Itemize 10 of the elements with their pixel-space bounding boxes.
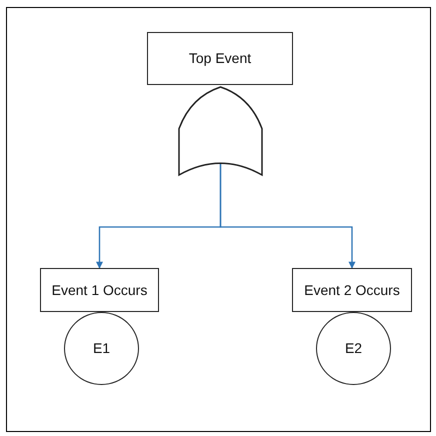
event-label: Event 1 Occurs [52,280,148,300]
or-gate-symbol [178,86,263,176]
event-label: Top Event [188,49,252,68]
event-label: E2 [344,339,362,358]
event-label: E1 [92,339,110,358]
event-box [40,268,159,312]
arrow [220,163,356,269]
event-box [147,32,293,85]
event-label: Event 2 Occurs [304,280,400,300]
event-box [292,268,412,312]
